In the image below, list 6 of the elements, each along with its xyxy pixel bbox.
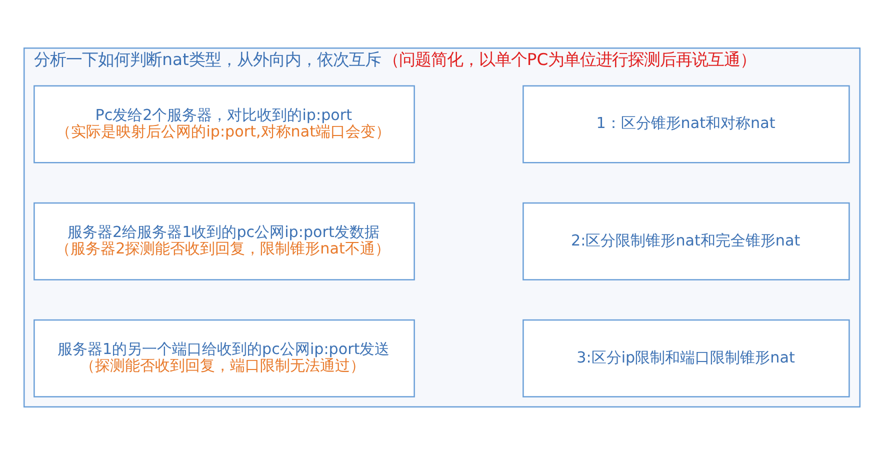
node-box: 服务器2给服务器1收到的pc公网ip:port发数据 （服务器2探测能否收到回复，限制锥形nat不通） (33, 202, 414, 280)
node-box: 2:区分限制锥形nat和完全锥形nat (522, 202, 850, 280)
node-box: 1：区分锥形nat和对称nat (522, 85, 850, 164)
node-box: Pc发给2个服务器，对比收到的ip:port （实际是映射后公网的ip:port,对称nat端口会变） (33, 85, 414, 164)
node-box: 3:区分ip限制和端口限制锥形nat (522, 319, 850, 398)
node-box: 服务器1的另一个端口给收到的pc公网ip:port发送 （探测能否收到回复，端口限制无法通过） (33, 319, 414, 398)
